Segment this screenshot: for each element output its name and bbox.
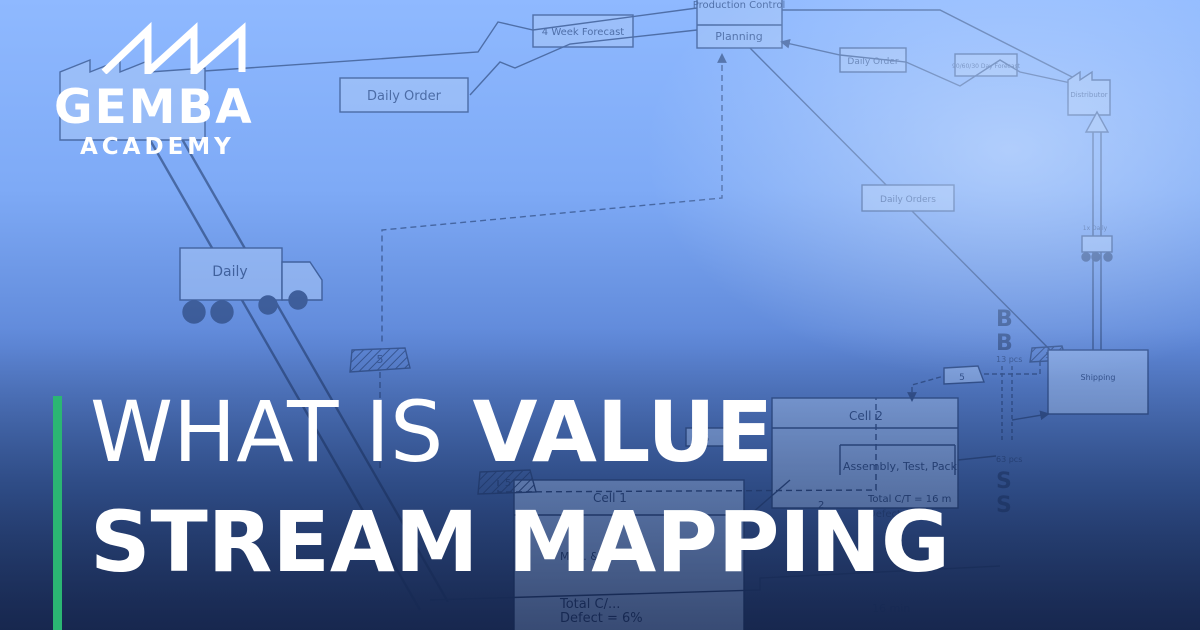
cell1-defect-label: Defect = 6% [560,611,643,626]
headline-line2: STREAM MAPPING [90,493,950,591]
supermarket-b-bottom: B [996,331,1013,356]
distributor-label: Distributor [1070,91,1107,99]
truck-frequency-label: Daily [212,264,247,280]
timeline-16-label: 16 min [872,602,910,615]
kanban-card-top-label: 5 [377,353,384,366]
headline-light: WHAT IS [90,383,444,481]
truck-icon [179,247,323,324]
supermarket-b-top: B [996,307,1013,332]
shipping-label: Shipping [1081,373,1116,382]
forecast-4week-label: 4 Week Forecast [542,27,625,38]
headline: WHAT IS VALUE STREAM MAPPING [90,390,1190,600]
headline-bold: VALUE [472,383,773,481]
daily-order-left-label: Daily Order [367,89,442,104]
factory-roof-logo-icon [101,21,246,74]
gemba-academy-logo: GEMBA ACADEMY [44,14,314,159]
brand-name: GEMBA [54,80,254,135]
production-control-label: Production Control [693,0,786,11]
shipment-frequency-label: 1x Daily [1083,225,1108,232]
pcs-13-label: 13 pcs [996,355,1022,364]
kanban-post-right-label: 5 [959,373,965,383]
planning-label: Planning [715,30,762,43]
brand-sub: ACADEMY [80,134,235,160]
headline-line1: WHAT IS VALUE [90,390,1190,490]
daily-orders-label: Daily Orders [880,195,936,205]
headline-accent-bar [53,396,62,630]
